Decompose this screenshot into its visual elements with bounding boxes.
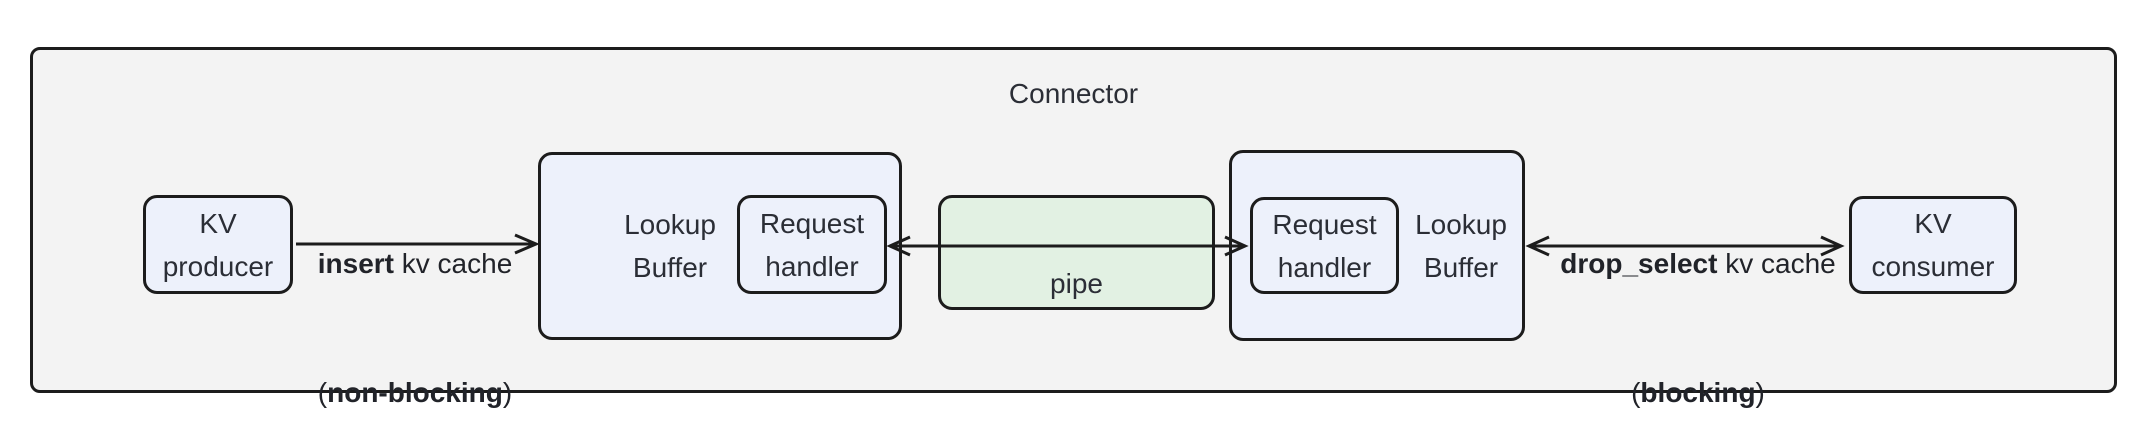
request-handler-right-label: Request handler: [1272, 208, 1377, 283]
node-pipe: pipe: [938, 195, 1215, 310]
lookup-buffer-right-label: Lookup Buffer: [1415, 208, 1507, 283]
edge-label-insert-line1: insert kv cache: [317, 248, 513, 279]
connector-title: Connector: [1008, 78, 1139, 109]
kv-consumer-label: KV consumer: [1871, 208, 1995, 282]
kv-producer-label: KV producer: [162, 207, 274, 282]
edge-label-insert-line2: (non-blocking): [317, 377, 513, 408]
lookup-buffer-left-label: Lookup Buffer: [624, 209, 716, 283]
edge-label-drop-select: drop_select kv cache (blocking): [1560, 156, 1835, 438]
edge-label-drop-select-line2: (blocking): [1631, 377, 1765, 408]
node-lookup-buffer-left: Lookup Buffer: [538, 152, 902, 340]
edge-label-insert: insert kv cache (non-blocking): [318, 156, 513, 438]
node-kv-producer: KV producer: [143, 195, 293, 294]
node-request-handler-right: Request handler: [1250, 197, 1399, 294]
edge-label-drop-select-line1: drop_select kv cache: [1560, 248, 1836, 279]
request-handler-left-label: Request handler: [759, 207, 865, 282]
pipe-label: pipe: [1050, 268, 1103, 299]
node-kv-consumer: KV consumer: [1849, 196, 2017, 294]
node-request-handler-left: Request handler: [737, 195, 887, 294]
